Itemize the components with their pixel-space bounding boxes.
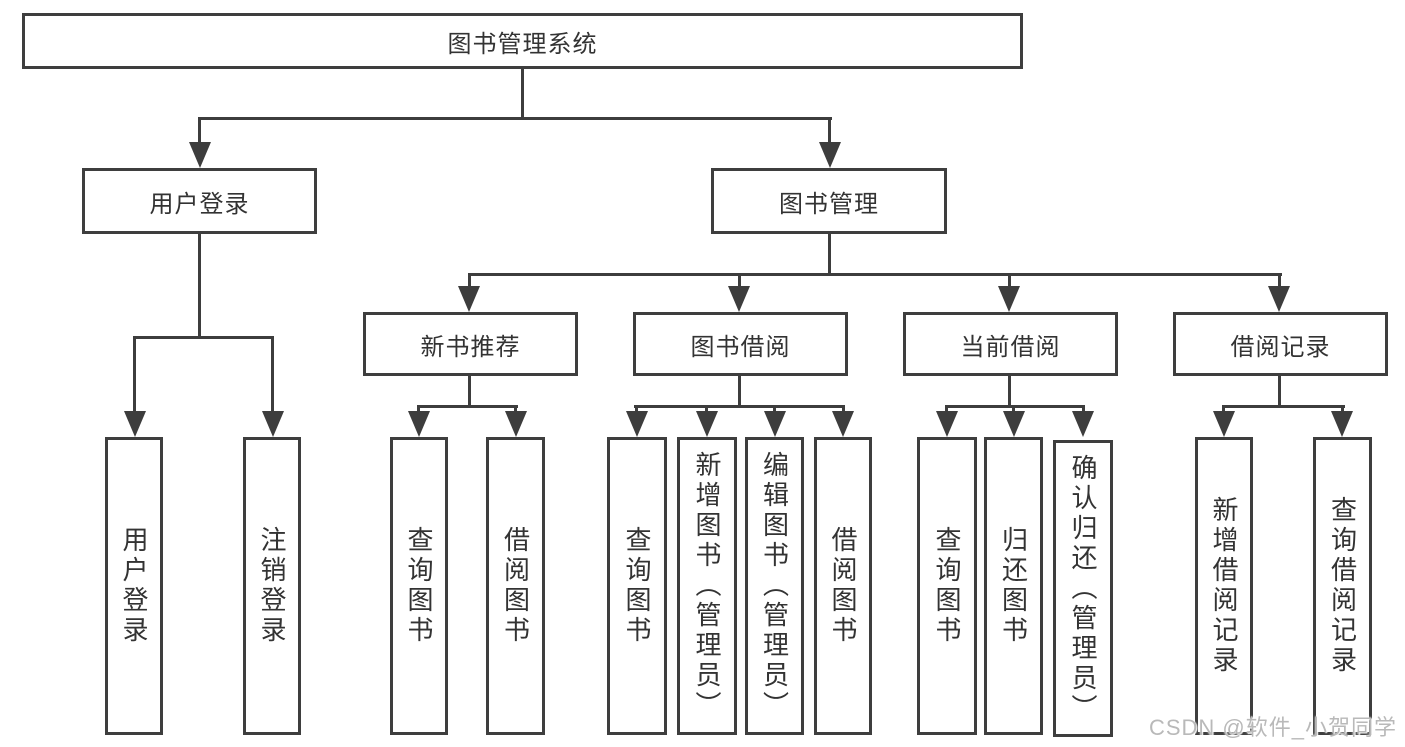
leaf-return-book-label: 归还图书 xyxy=(998,526,1029,646)
leaf-query-borrow-record: 查询借阅记录 xyxy=(1313,437,1372,735)
connector-stem xyxy=(1222,405,1225,415)
leaf-query-books-recommend-label: 查询图书 xyxy=(404,526,434,646)
leaf-query-borrow-record-label: 查询借阅记录 xyxy=(1327,496,1358,676)
connector-stem xyxy=(705,405,708,415)
arrowhead-down-icon xyxy=(1268,286,1290,312)
connector-stem xyxy=(738,376,741,408)
node-root-label: 图书管理系统 xyxy=(447,30,598,58)
connector-rail xyxy=(1222,405,1345,408)
connector-stem xyxy=(842,405,845,415)
connector-stem xyxy=(1008,273,1011,290)
leaf-query-books-recommend: 查询图书 xyxy=(390,437,448,735)
node-current-borrow-label: 当前借阅 xyxy=(960,333,1061,361)
connector-rail xyxy=(133,336,274,339)
leaf-borrow-books-recommend: 借阅图书 xyxy=(486,437,545,735)
arrowhead-down-icon xyxy=(1072,411,1094,437)
connector-stem xyxy=(773,405,776,415)
leaf-edit-book-admin: 编辑图书（管理员） xyxy=(745,437,804,735)
arrowhead-down-icon xyxy=(819,142,841,168)
connector-stem xyxy=(1012,405,1015,415)
leaf-logout: 注销登录 xyxy=(243,437,301,735)
connector-stem xyxy=(1278,376,1281,408)
connector-stem xyxy=(945,405,948,415)
connector-stem xyxy=(514,405,517,415)
connector-stem xyxy=(635,405,638,415)
leaf-add-borrow-record-label: 新增借阅记录 xyxy=(1209,496,1239,676)
leaf-add-borrow-record: 新增借阅记录 xyxy=(1195,437,1253,735)
arrowhead-down-icon xyxy=(1003,411,1025,437)
watermark: CSDN @软件_小贺同学 xyxy=(1148,715,1397,740)
leaf-borrow-books: 借阅图书 xyxy=(814,437,872,735)
connector-rail xyxy=(945,405,1085,408)
leaf-query-books-current-label: 查询图书 xyxy=(932,526,962,646)
arrowhead-down-icon xyxy=(764,411,786,437)
arrowhead-down-icon xyxy=(626,411,648,437)
leaf-user-login-label: 用户登录 xyxy=(119,526,149,646)
node-new-book-recommend-label: 新书推荐 xyxy=(420,333,521,361)
node-book-borrow: 图书借阅 xyxy=(633,312,848,376)
arrowhead-down-icon xyxy=(505,411,527,437)
connector-stem xyxy=(468,273,471,290)
connector-stem xyxy=(828,117,831,145)
leaf-logout-label: 注销登录 xyxy=(257,526,287,646)
leaf-user-login: 用户登录 xyxy=(105,437,163,735)
node-borrow-records-label: 借阅记录 xyxy=(1230,333,1331,361)
connector-stem xyxy=(1278,273,1281,290)
node-new-book-recommend: 新书推荐 xyxy=(363,312,578,376)
arrowhead-down-icon xyxy=(728,286,750,312)
node-root: 图书管理系统 xyxy=(22,13,1023,69)
connector-level2-rail xyxy=(198,117,832,120)
connector-rail xyxy=(417,405,518,408)
node-book-management: 图书管理 xyxy=(711,168,947,234)
leaf-confirm-return-admin: 确认归还（管理员） xyxy=(1053,440,1113,737)
arrowhead-down-icon xyxy=(1213,411,1235,437)
node-user-login-label: 用户登录 xyxy=(149,190,250,218)
leaf-borrow-books-label: 借阅图书 xyxy=(828,526,858,646)
leaf-add-book-admin-label: 新增图书（管理员） xyxy=(692,451,722,721)
arrowhead-down-icon xyxy=(936,411,958,437)
node-book-borrow-label: 图书借阅 xyxy=(690,333,791,361)
connector-stem xyxy=(198,234,201,339)
arrowhead-down-icon xyxy=(1331,411,1353,437)
leaf-borrow-books-recommend-label: 借阅图书 xyxy=(500,526,531,646)
arrowhead-down-icon xyxy=(696,411,718,437)
leaf-edit-book-admin-label: 编辑图书（管理员） xyxy=(759,451,790,721)
connector-root-stem xyxy=(521,69,524,118)
node-user-login: 用户登录 xyxy=(82,168,317,234)
connector-stem xyxy=(1082,405,1085,415)
node-borrow-records: 借阅记录 xyxy=(1173,312,1388,376)
node-current-borrow: 当前借阅 xyxy=(903,312,1118,376)
connector-rail xyxy=(634,405,845,408)
arrowhead-down-icon xyxy=(408,411,430,437)
arrowhead-down-icon xyxy=(124,411,146,437)
leaf-query-books-current: 查询图书 xyxy=(917,437,977,735)
arrowhead-down-icon xyxy=(998,286,1020,312)
connector-mgmt-stem xyxy=(828,234,831,276)
connector-stem xyxy=(198,117,201,145)
leaf-add-book-admin: 新增图书（管理员） xyxy=(677,437,737,735)
connector-stem xyxy=(133,336,136,414)
connector-stem xyxy=(468,376,471,408)
arrowhead-down-icon xyxy=(189,142,211,168)
leaf-query-books-borrow: 查询图书 xyxy=(607,437,667,735)
arrowhead-down-icon xyxy=(262,411,284,437)
connector-stem xyxy=(1341,405,1344,415)
connector-stem xyxy=(1008,376,1011,408)
leaf-confirm-return-admin-label: 确认归还（管理员） xyxy=(1068,453,1098,724)
arrowhead-down-icon xyxy=(832,411,854,437)
connector-stem xyxy=(738,273,741,290)
node-book-management-label: 图书管理 xyxy=(779,190,879,218)
connector-stem xyxy=(271,336,274,414)
arrowhead-down-icon xyxy=(458,286,480,312)
leaf-query-books-borrow-label: 查询图书 xyxy=(622,526,652,646)
leaf-return-book: 归还图书 xyxy=(984,437,1043,735)
connector-stem xyxy=(417,405,420,415)
connector-level3-rail xyxy=(468,273,1282,276)
